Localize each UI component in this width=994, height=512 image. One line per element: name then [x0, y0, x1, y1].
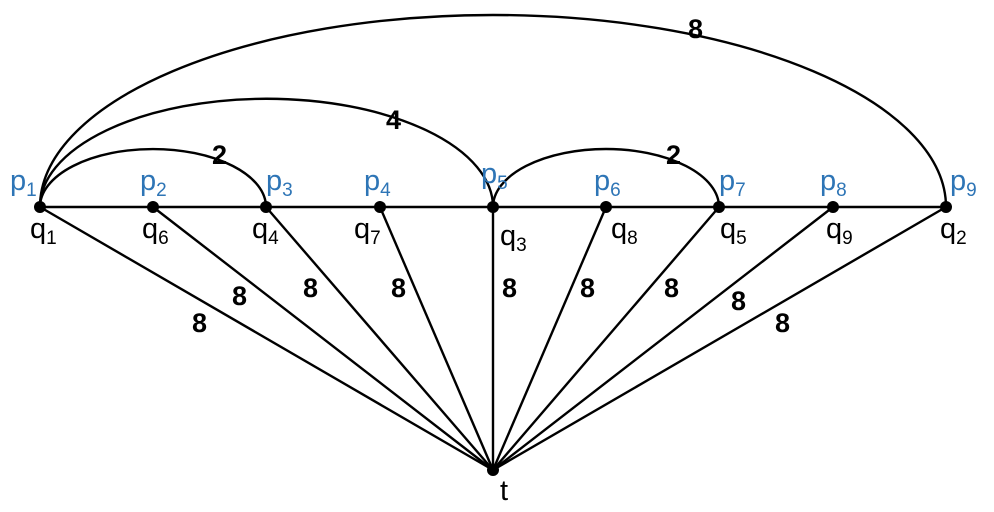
- p-label-n4: p4: [364, 165, 391, 201]
- sink-weight-n2: 8: [232, 281, 247, 311]
- p-label-n9: p9: [950, 165, 977, 201]
- p-label-n7: p7: [719, 165, 746, 201]
- sink-edge-n9: [492, 205, 947, 472]
- q-label-n5: q3: [500, 220, 527, 256]
- node-n4: [374, 201, 386, 213]
- q-label-n3: q4: [252, 213, 279, 249]
- node-n6: [600, 201, 612, 213]
- q-label-n1: q1: [30, 213, 57, 249]
- sink-weight-n6: 8: [580, 273, 595, 303]
- node-t: [487, 464, 499, 476]
- sink-edge-n1: [39, 205, 494, 472]
- arc-edge-p1-p3: [38, 147, 268, 208]
- node-n8: [827, 201, 839, 213]
- sink-edge-n7: [492, 206, 720, 471]
- arc-weight-p1-p9: 8: [688, 14, 703, 44]
- p-label-n3: p3: [266, 165, 293, 201]
- arc-weight-p1-p3: 2: [212, 140, 227, 170]
- arc-weight-p5-p7: 2: [666, 140, 681, 170]
- sink-edge-n6: [491, 206, 608, 471]
- node-n2: [147, 201, 159, 213]
- q-label-n2: q6: [142, 213, 169, 249]
- q-label-n4: q7: [354, 213, 381, 249]
- sink-edge-n4: [378, 206, 495, 471]
- arc-edge-p5-p7: [491, 147, 721, 208]
- sink-weight-n7: 8: [664, 273, 679, 303]
- q-label-n8: q9: [826, 213, 853, 249]
- p-label-n1: p1: [10, 165, 37, 201]
- arc-edge-p1-p5: [38, 97, 495, 208]
- p-label-n2: p2: [140, 165, 167, 201]
- sink-weight-n3: 8: [303, 273, 318, 303]
- p-label-n8: p8: [820, 165, 847, 201]
- sink-weight-n1: 8: [192, 308, 207, 338]
- sink-edge-n2: [152, 206, 494, 471]
- sink-edge-n3: [265, 206, 494, 471]
- node-n9: [940, 201, 952, 213]
- sink-weight-n8: 8: [731, 286, 746, 316]
- arc-edge-p1-p9: [38, 13, 948, 208]
- q-label-n9: q2: [940, 213, 967, 249]
- node-n7: [713, 201, 725, 213]
- sink-weight-n5: 8: [502, 273, 517, 303]
- p-label-n5: p5: [481, 158, 508, 194]
- q-label-n7: q5: [720, 213, 747, 249]
- sink-weight-n9: 8: [775, 308, 790, 338]
- node-n3: [260, 201, 272, 213]
- q-label-n6: q8: [611, 213, 638, 249]
- arc-weight-p1-p5: 4: [386, 105, 401, 135]
- node-n1: [34, 201, 46, 213]
- sink-weight-n4: 8: [391, 273, 406, 303]
- p-label-n6: p6: [594, 165, 621, 201]
- sink-edge-n8: [492, 206, 834, 471]
- sink-label-t: t: [500, 475, 508, 507]
- node-n5: [487, 201, 499, 213]
